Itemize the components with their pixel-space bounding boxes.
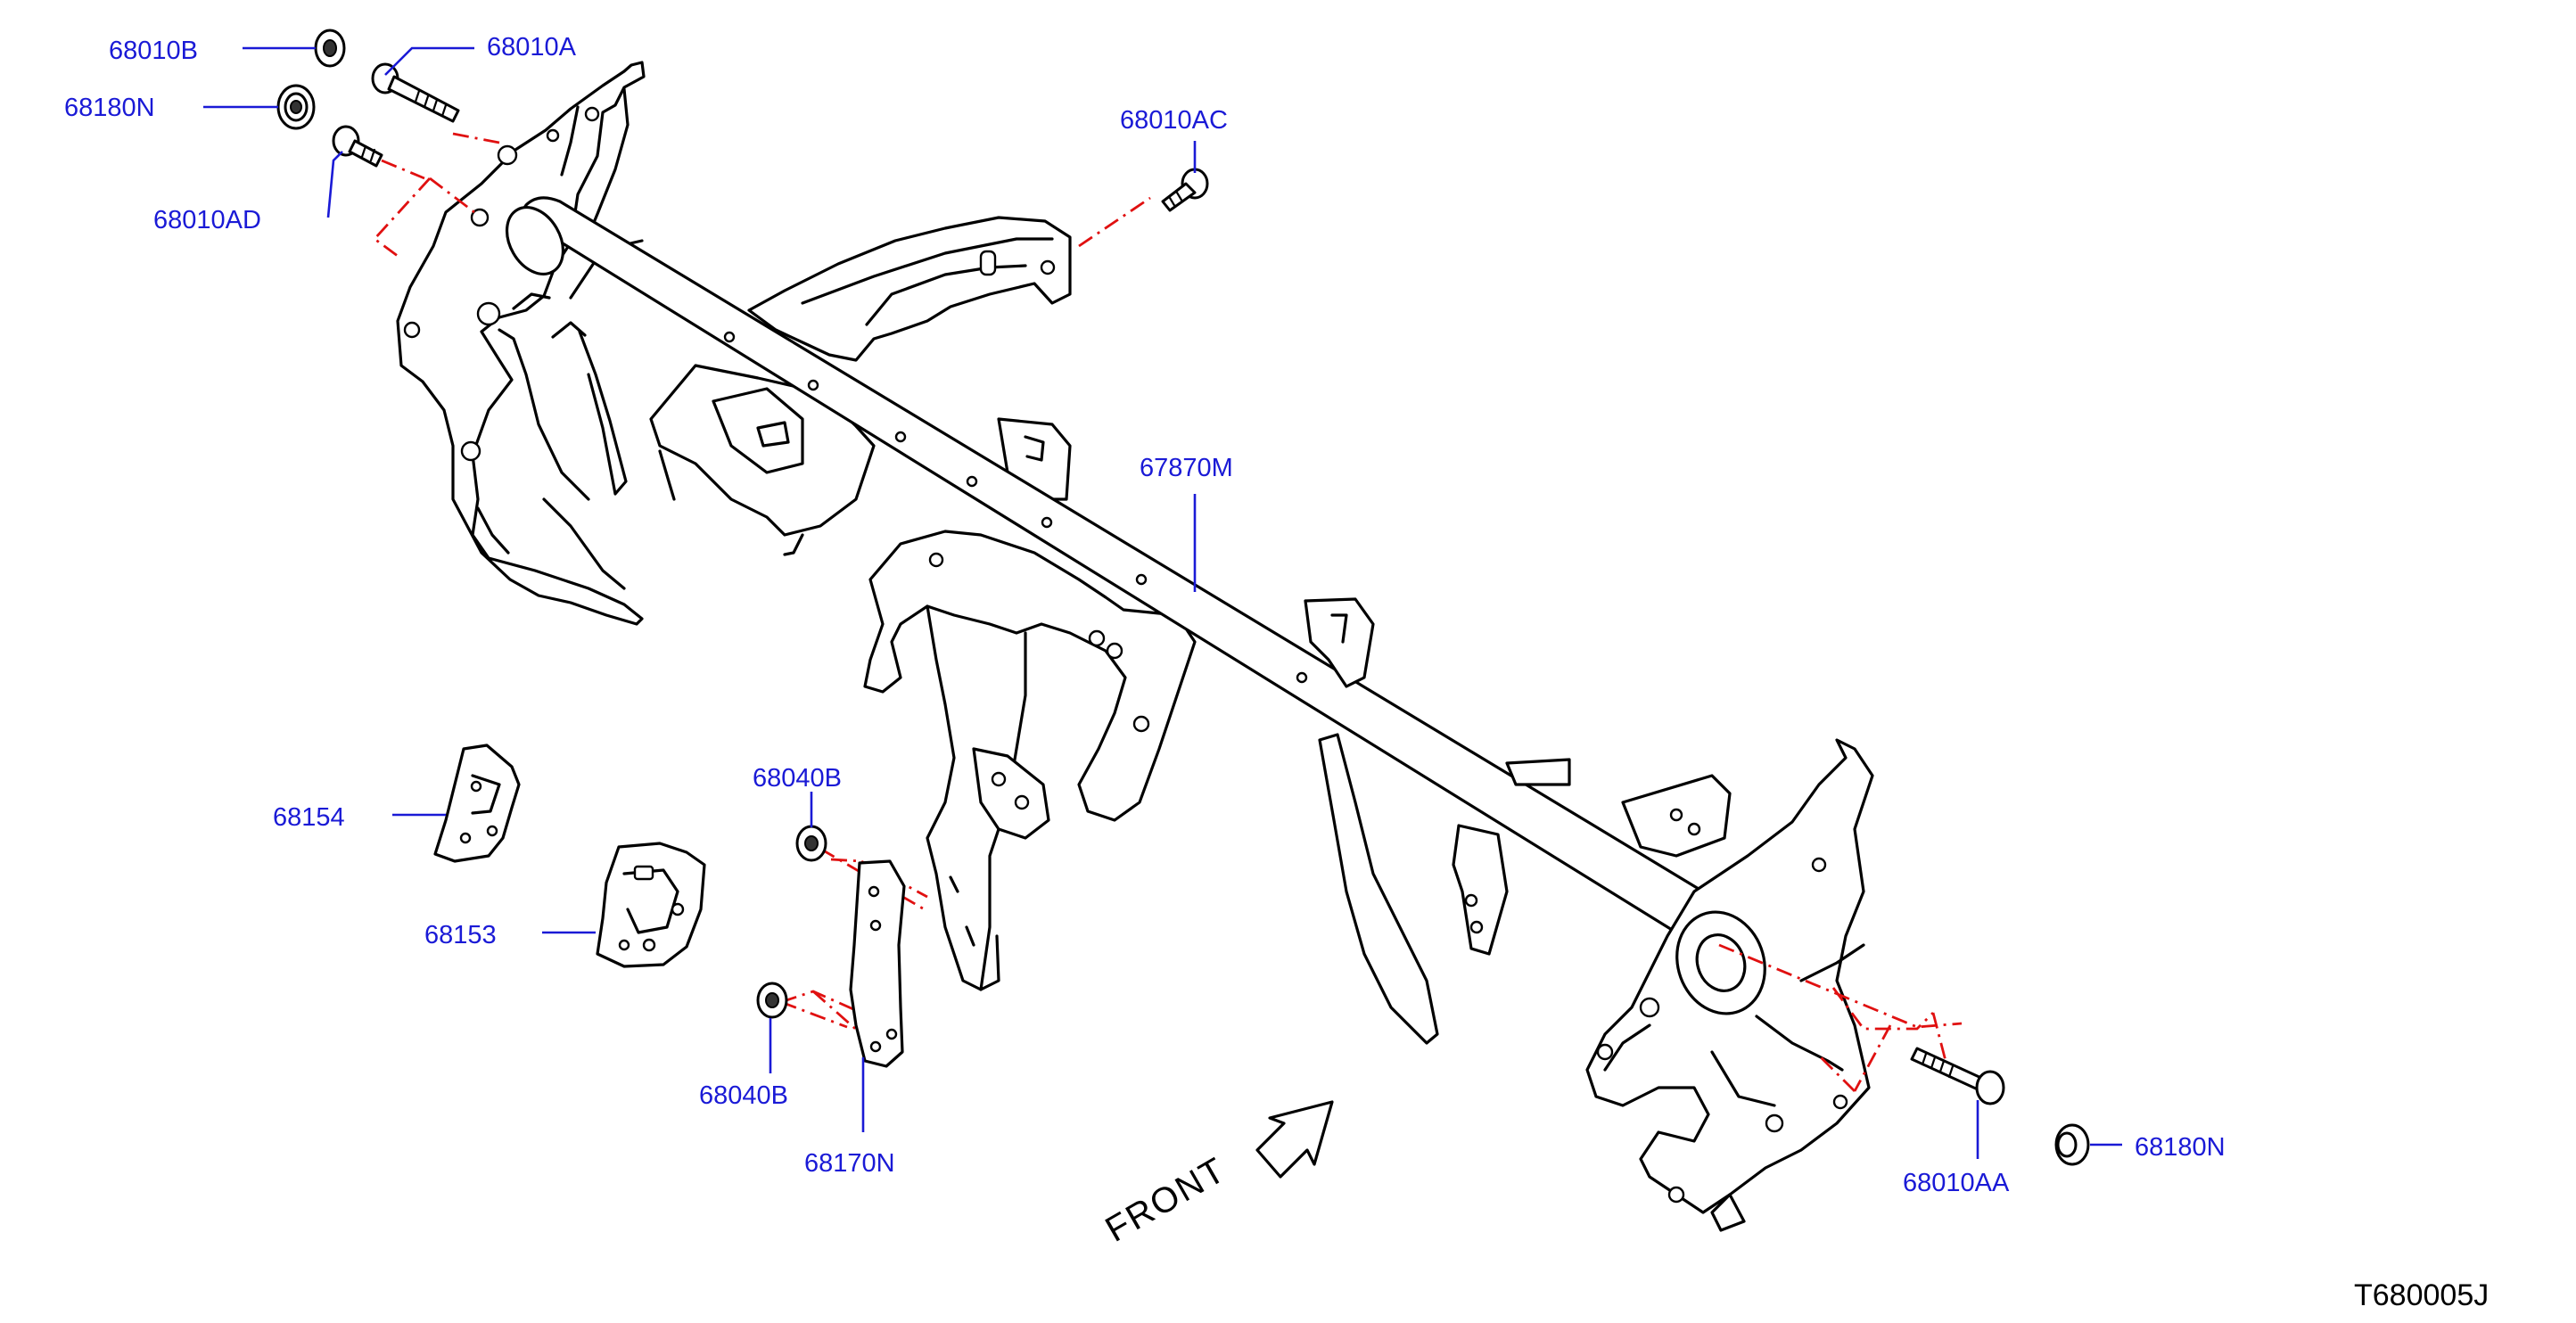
label-68170N: 68170N <box>804 1149 895 1178</box>
reference-lines <box>372 132 1963 1092</box>
bolt-68010A-icon <box>371 62 460 123</box>
label-68154: 68154 <box>273 803 345 832</box>
nut-68010B-icon <box>314 29 346 68</box>
left-side-bracket <box>396 61 646 626</box>
steering-member-tube <box>505 196 1705 934</box>
flange-nut-68180N-left-icon <box>276 84 316 130</box>
nut-68040B-upper-icon <box>795 825 827 862</box>
label-68010AC: 68010AC <box>1120 106 1228 135</box>
label-68010AD: 68010AD <box>153 206 261 234</box>
nut-68040B-lower-icon <box>756 982 788 1019</box>
drawing-code: T680005J <box>2354 1278 2489 1312</box>
label-68010B: 68010B <box>109 37 198 65</box>
front-arrow-icon <box>1255 1100 1334 1179</box>
label-68040B-lower: 68040B <box>699 1081 788 1110</box>
connector-bracket-68154 <box>433 744 521 863</box>
connector-bracket-68153 <box>596 842 706 968</box>
steering-support-bracket <box>649 216 1072 556</box>
label-68180N-right: 68180N <box>2135 1133 2226 1162</box>
label-68010AA: 68010AA <box>1903 1169 2010 1197</box>
bolt-68010AA-icon <box>1910 1047 2005 1105</box>
label-68010A: 68010A <box>487 33 577 62</box>
right-side-bracket <box>1585 738 1874 1232</box>
label-67870M: 67870M <box>1140 454 1233 482</box>
center-stay-mount <box>863 417 1197 991</box>
bolt-68010AD-icon <box>332 125 383 168</box>
label-68180N-left: 68180N <box>64 94 155 122</box>
right-mid-brackets <box>1304 597 1732 1045</box>
label-68153: 68153 <box>424 921 497 949</box>
leader-lines <box>203 46 2122 1159</box>
flange-nut-68180N-right-icon <box>2054 1123 2090 1166</box>
front-label: FRONT <box>1099 1150 1233 1250</box>
callout-labels: 68010B 68010A 68180N 68010AD 68010AC 678… <box>64 33 2226 1197</box>
lower-bracket-68170N <box>849 859 906 1068</box>
label-68040B-upper: 68040B <box>753 764 842 793</box>
bolt-68010AC-icon <box>1161 168 1209 212</box>
